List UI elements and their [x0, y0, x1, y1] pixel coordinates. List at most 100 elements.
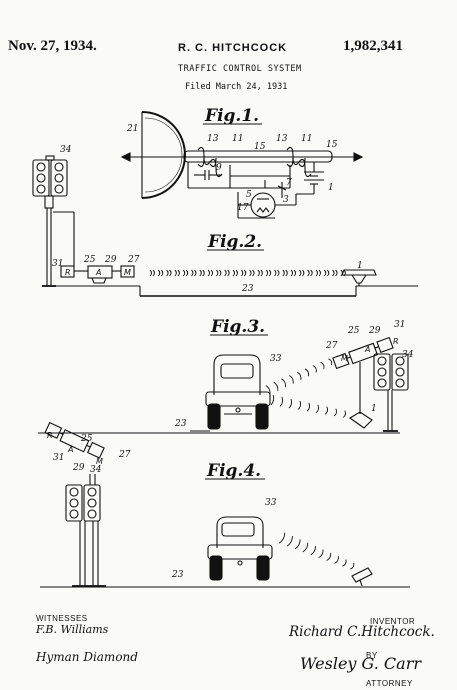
fig2-title: Fig.2.	[207, 232, 262, 252]
fig4-signal	[44, 421, 106, 587]
ref-27-fig3: 27	[325, 341, 338, 351]
fig2-wave-mark	[240, 269, 244, 277]
fig2-wave-mark	[219, 269, 222, 277]
ref-27-fig4: 27	[118, 450, 131, 460]
fig4-wave-mark	[286, 536, 293, 547]
ref-1-fig3: 1	[371, 404, 377, 414]
fig3-wave-mark	[297, 400, 302, 410]
ref-7: 7	[286, 178, 292, 188]
ref-31-fig4: 31	[53, 453, 64, 463]
patent-title: TRAFFIC CONTROL SYSTEM	[178, 64, 302, 74]
fig2-wave-mark	[182, 269, 186, 277]
ref-34-fig4: 34	[90, 465, 102, 475]
ref-29-fig3: 29	[368, 326, 381, 336]
ref-11-left: 11	[232, 134, 243, 144]
ref-25-fig4: 25	[80, 434, 93, 444]
ref-25-fig2: 25	[83, 255, 96, 265]
fig3-wave-mark	[279, 396, 284, 407]
fig4-wave-mark	[350, 562, 355, 570]
fig3-wave-mark	[296, 371, 302, 380]
ref-13-right: 13	[276, 134, 288, 144]
fig4-transmitter	[351, 567, 373, 587]
fig2-wave-mark	[177, 269, 180, 277]
ref-31-fig2: 31	[52, 259, 63, 269]
fig4-title: Fig.4.	[206, 461, 261, 481]
fig3-wave-mark	[333, 408, 338, 417]
ref-5: 5	[246, 190, 252, 200]
fig2-wave-mark	[299, 269, 302, 277]
fig3-waves-upper	[265, 358, 333, 395]
ref-21: 21	[126, 124, 138, 134]
fig3-wave-mark	[324, 406, 329, 415]
fig4-wave-mark	[318, 549, 324, 559]
fig2-wave-mark	[343, 269, 346, 277]
witnesses-label: WITNESSES	[36, 614, 88, 623]
fig1-coil-left	[197, 146, 223, 178]
fig2-wave-mark	[318, 269, 321, 277]
ref-9: 9	[216, 163, 222, 173]
fig4-car	[207, 516, 273, 581]
fig3-wave-mark	[328, 358, 333, 366]
fig4-wave-mark	[278, 532, 286, 544]
fig2-motor-letter: M	[124, 268, 131, 277]
by-label: BY	[366, 651, 378, 660]
ref-15-right: 15	[326, 140, 338, 150]
fig2-wave-mark	[340, 269, 343, 277]
fig4-waves	[278, 532, 355, 570]
fig3-car	[205, 354, 271, 430]
fig3-wave-mark	[306, 402, 311, 412]
fig3-waves-lower	[270, 394, 347, 418]
fig2-wave-mark	[293, 269, 297, 277]
fig2-wave-mark	[265, 269, 269, 277]
fig3-motor-letter: M	[341, 354, 348, 363]
fig4-wave-mark	[326, 552, 332, 561]
fig4-wave-mark	[334, 556, 339, 564]
fig2-wave-mark	[302, 269, 305, 277]
ref-25-fig3: 25	[347, 326, 360, 336]
fig2-wave-mark	[224, 269, 227, 277]
fig2-wave-mark	[326, 269, 330, 277]
fig2-wave-mark	[232, 269, 235, 277]
fig2-wave-mark	[249, 269, 252, 277]
fig2-wave-mark	[235, 269, 238, 277]
ref-33-fig4: 33	[265, 498, 277, 508]
fig4-wave-mark	[342, 559, 347, 567]
fig2-wave-mark	[149, 269, 152, 277]
fig2-wave-mark	[166, 269, 169, 277]
fig3-wave-mark	[281, 378, 287, 388]
fig2-wave-mark	[257, 269, 260, 277]
ref-29-fig4: 29	[72, 463, 85, 473]
fig2-wave-mark	[307, 269, 310, 277]
fig2-amp-letter: A	[95, 268, 101, 277]
fig4-relay-letter: R	[47, 431, 53, 440]
fig2-wave-mark	[185, 269, 189, 277]
fig1-coil-right	[286, 146, 312, 178]
fig2-wave-mark	[277, 269, 280, 277]
ref-3: 3	[283, 195, 289, 205]
fig2-wave-mark	[323, 269, 327, 277]
ref-31-fig3: 31	[394, 320, 405, 330]
fig1-traffic-signal	[32, 155, 75, 287]
inventor-name: Richard C.Hitchcock.	[289, 624, 435, 640]
fig3-wave-mark	[315, 404, 320, 414]
fig2-wave-mark	[285, 269, 288, 277]
ref-23-fig4: 23	[171, 570, 184, 580]
fig2-wave-mark	[260, 269, 263, 277]
filed-date: Filed March 24, 1931	[185, 82, 288, 92]
inventor-label: INVENTOR	[370, 617, 416, 626]
fig1-title: Fig.1.	[204, 106, 259, 126]
fig2-wave-mark	[160, 269, 164, 277]
fig1-rod	[183, 150, 333, 163]
fig2-wave-marks	[149, 269, 346, 277]
ref-23-fig2: 23	[241, 284, 254, 294]
fig2-wave-mark	[274, 269, 277, 277]
fig4-wave-mark	[294, 539, 301, 550]
ref-29-fig2: 29	[104, 255, 117, 265]
fig2-wave-mark	[152, 269, 155, 277]
fig2-wave-mark	[252, 269, 255, 277]
fig2-relay-letter: R	[65, 268, 71, 277]
fig2-wave-mark	[191, 269, 194, 277]
ref-1-fig1: 1	[328, 183, 334, 193]
fig2-wave-mark	[268, 269, 272, 277]
fig3-wave-mark	[342, 410, 347, 418]
